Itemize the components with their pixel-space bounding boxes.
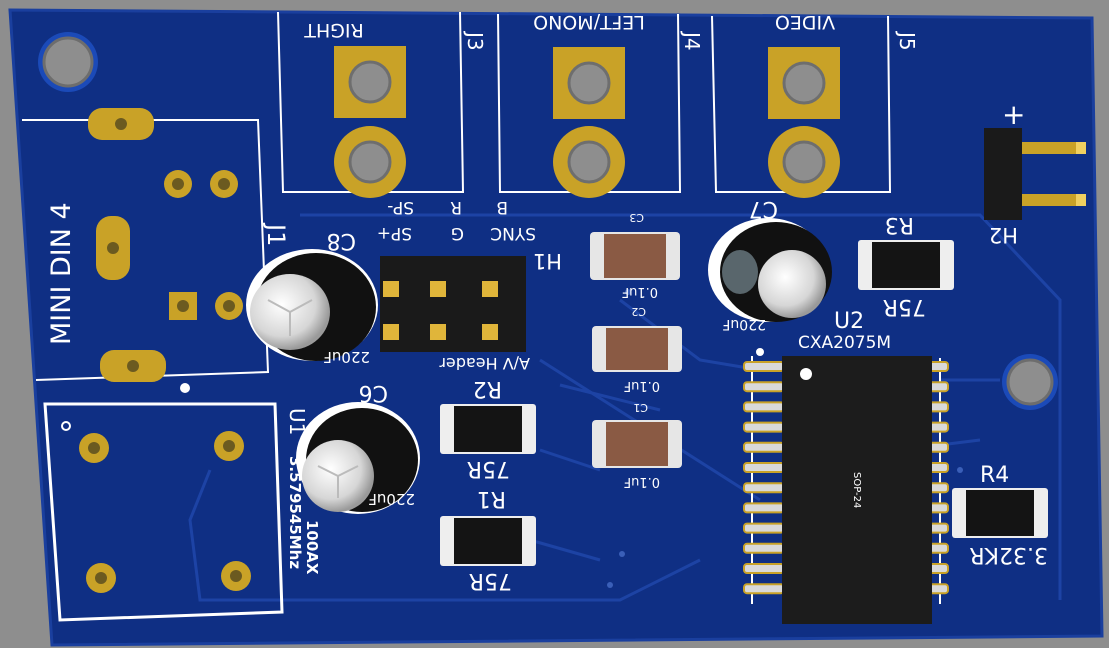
h1-pin-label-r: R [450, 197, 462, 217]
u2-ref: U2 [834, 309, 864, 334]
h1-pin-label-sync: SYNC [490, 223, 536, 243]
capacitor-c7: C7 220uF [708, 196, 832, 332]
j4-label: LEFT/MONO [533, 11, 645, 33]
h1-pin-label-b: B [496, 197, 508, 217]
c2-value: 0.1uF [624, 378, 660, 393]
via [180, 383, 190, 393]
connector-j4: LEFT/MONO J4 [497, 11, 704, 198]
resistor-r1: R1 75R [440, 486, 536, 593]
u2-pin [743, 401, 785, 413]
c7-ref: C7 [749, 196, 778, 221]
via [957, 467, 963, 473]
capacitor-c1: C1 0.1uF [592, 401, 682, 489]
capacitor-c8: C8 220uF [246, 228, 378, 366]
resistor-r4: R4 3.32KR [952, 463, 1048, 567]
c7-value: 220uF [722, 316, 766, 332]
u2-pin [743, 441, 785, 453]
j3-ref: J3 [463, 30, 487, 51]
mounting-hole [42, 36, 94, 88]
u2-pins-right [927, 361, 949, 595]
c3-ref: C3 [629, 211, 644, 224]
j5-label: VIDEO [775, 11, 835, 33]
via [607, 582, 613, 588]
j3-label: RIGHT [304, 19, 364, 41]
u2-pin [743, 462, 785, 473]
crystal-u1: U1 3.579545Mhz 100AX [43, 402, 321, 622]
resistor-r3: R3 75R [858, 212, 954, 319]
header-h1: SP- R B SP+ G SYNC H1 A/V Header [377, 197, 562, 373]
capacitor-c2: C2 0.1uF [592, 305, 682, 393]
c1-value: 0.1uF [624, 474, 660, 489]
r1-value: 75R [469, 568, 512, 593]
u2-pin [743, 421, 785, 433]
h2-ref: H2 [989, 223, 1018, 247]
connector-j5: VIDEO J5 [711, 11, 919, 198]
u2-pin [743, 583, 785, 595]
chip-u2: CXA2075M U2 SOP-24 [743, 309, 949, 624]
r2-ref: R2 [473, 376, 502, 401]
c6-ref: C6 [359, 380, 388, 405]
h1-pin-label-g: G [451, 223, 464, 243]
u2-package: SOP-24 [851, 472, 862, 508]
header-h2: + H2 [984, 98, 1086, 247]
u2-pin [743, 381, 785, 393]
connector-j3: RIGHT J3 [277, 11, 487, 198]
r3-ref: R3 [885, 212, 914, 237]
h1-pin-label-sp-plus: SP+ [377, 223, 412, 243]
j4-ref: J4 [680, 30, 704, 51]
capacitor-c3: C3 0.1uF [590, 211, 680, 299]
j5-ref: J5 [895, 30, 919, 51]
mounting-hole [1006, 358, 1054, 406]
u1-part: 3.579545Mhz [286, 456, 304, 569]
j1-label: MINI DIN 4 [46, 202, 77, 345]
h2-polarity: + [1002, 98, 1025, 131]
h1-ref: H1 [533, 249, 562, 273]
via [625, 289, 631, 295]
u2-part: CXA2075M [798, 333, 891, 353]
u2-pin [743, 361, 785, 372]
h1-name: A/V Header [439, 354, 530, 373]
via [619, 551, 625, 557]
h1-pin-label-sp-minus: SP- [387, 197, 414, 217]
j1-ref: J1 [262, 222, 290, 246]
resistor-r2: R2 75R [440, 376, 536, 481]
c3-value: 0.1uF [622, 284, 658, 299]
u2-pin [743, 502, 785, 514]
u2-pin [743, 542, 785, 554]
r1-ref: R1 [477, 486, 506, 511]
c8-value: 220uF [323, 348, 370, 366]
c8-ref: C8 [327, 228, 356, 253]
u1-variant: 100AX [303, 520, 321, 575]
r3-value: 75R [883, 294, 926, 319]
c6-value: 220uF [368, 490, 415, 508]
connector-j1-mini-din: MINI DIN 4 J1 [22, 108, 290, 382]
u2-pin [743, 563, 785, 574]
c2-ref: C2 [631, 305, 646, 318]
r4-ref: R4 [980, 463, 1009, 488]
c1-ref: C1 [633, 401, 648, 414]
u2-pin [743, 482, 785, 494]
u2-pin [743, 522, 785, 534]
r4-value: 3.32KR [969, 542, 1048, 567]
capacitor-c6: C6 220uF [296, 380, 420, 514]
r2-value: 75R [467, 456, 510, 481]
